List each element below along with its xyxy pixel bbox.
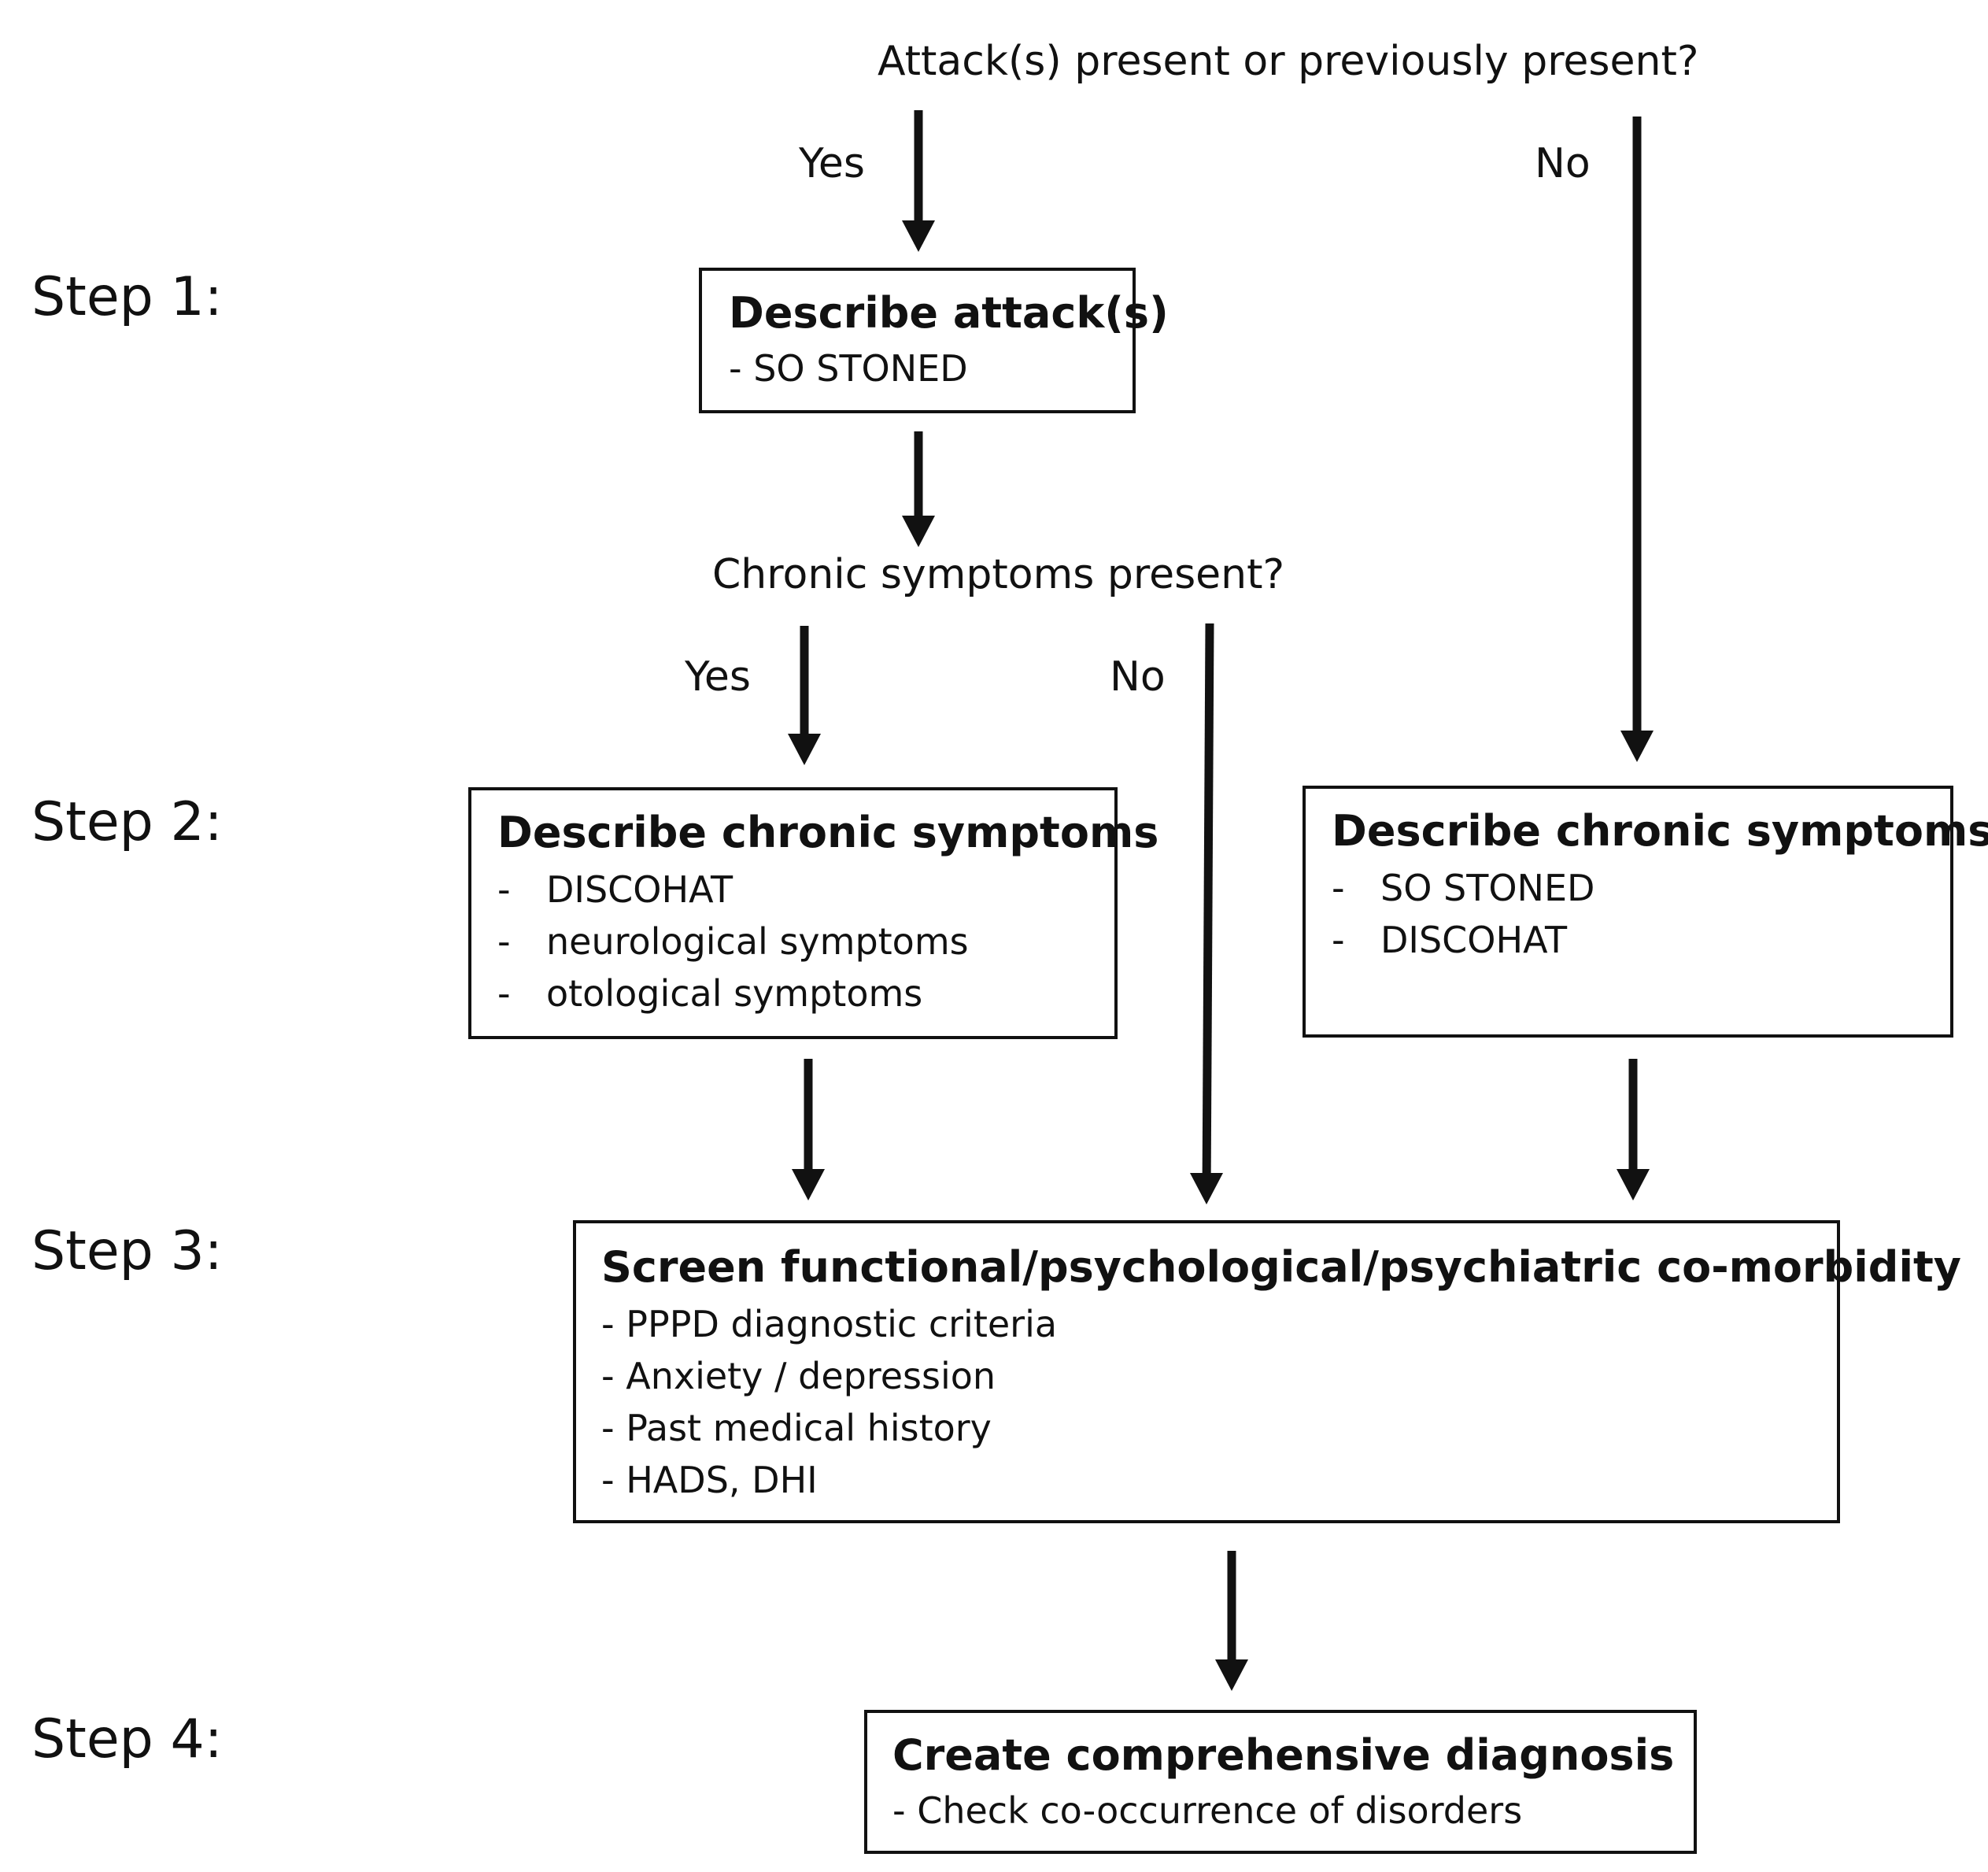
describe-chronic-left-box: Describe chronic symptoms - DISCOHAT - n… — [468, 787, 1159, 1039]
list-item: - DISCOHAT — [497, 868, 733, 911]
list-item: - neurological symptoms — [497, 920, 969, 963]
attack-question: Attack(s) present or previously present? — [878, 38, 1699, 85]
list-item: - SO STONED — [1332, 867, 1595, 909]
describe-chronic-left-title: Describe chronic symptoms — [497, 808, 1159, 857]
describe-chronic-right-title: Describe chronic symptoms — [1332, 806, 1988, 856]
list-item: - DISCOHAT — [1332, 919, 1568, 961]
screen-comorbidity-title: Screen functional/psychological/psychiat… — [601, 1242, 1961, 1292]
arrowhead-left-box-to-screen — [792, 1169, 825, 1201]
arrowhead-chronic-yes — [788, 734, 821, 765]
chronic-yes-label: Yes — [685, 653, 751, 701]
list-item: - PPPD diagnostic criteria — [601, 1303, 1058, 1345]
step-3-label: Step 3: — [31, 1220, 223, 1282]
describe-attacks-item: - SO STONED — [729, 347, 968, 390]
arrowhead-chronic-no — [1190, 1173, 1223, 1204]
list-item: - HADS, DHI — [601, 1459, 818, 1501]
diagnosis-item: - Check co-occurrence of disorders — [892, 1789, 1523, 1832]
arrowhead-right-box-to-screen — [1617, 1169, 1650, 1201]
step-2-label: Step 2: — [31, 791, 223, 853]
describe-attacks-title: Describe attack(s) — [729, 288, 1169, 338]
step-1-label: Step 1: — [31, 266, 223, 328]
arrowhead-attacks-to-chronic — [902, 516, 935, 547]
attack-no-label: No — [1535, 140, 1591, 187]
list-item: - Past medical history — [601, 1407, 992, 1449]
describe-attacks-box: Describe attack(s) - SO STONED — [699, 268, 1169, 413]
describe-chronic-right-box: Describe chronic symptoms - SO STONED - … — [1303, 786, 1988, 1038]
screen-comorbidity-box: Screen functional/psychological/psychiat… — [573, 1220, 1961, 1523]
arrowhead-screen-to-diagnosis — [1215, 1659, 1248, 1691]
arrowhead-attack-yes — [902, 220, 935, 252]
diagnosis-box: Create comprehensive diagnosis - Check c… — [864, 1710, 1697, 1854]
attack-yes-label: Yes — [799, 140, 865, 187]
arrow-chronic-no — [1202, 623, 1214, 1197]
list-item: - Anxiety / depression — [601, 1355, 996, 1397]
diagnosis-title: Create comprehensive diagnosis — [892, 1730, 1675, 1780]
chronic-question: Chronic symptoms present? — [712, 551, 1285, 598]
step-4-label: Step 4: — [31, 1708, 223, 1770]
arrowhead-attack-no — [1620, 731, 1654, 762]
list-item: - otological symptoms — [497, 972, 923, 1015]
chronic-no-label: No — [1110, 653, 1166, 701]
